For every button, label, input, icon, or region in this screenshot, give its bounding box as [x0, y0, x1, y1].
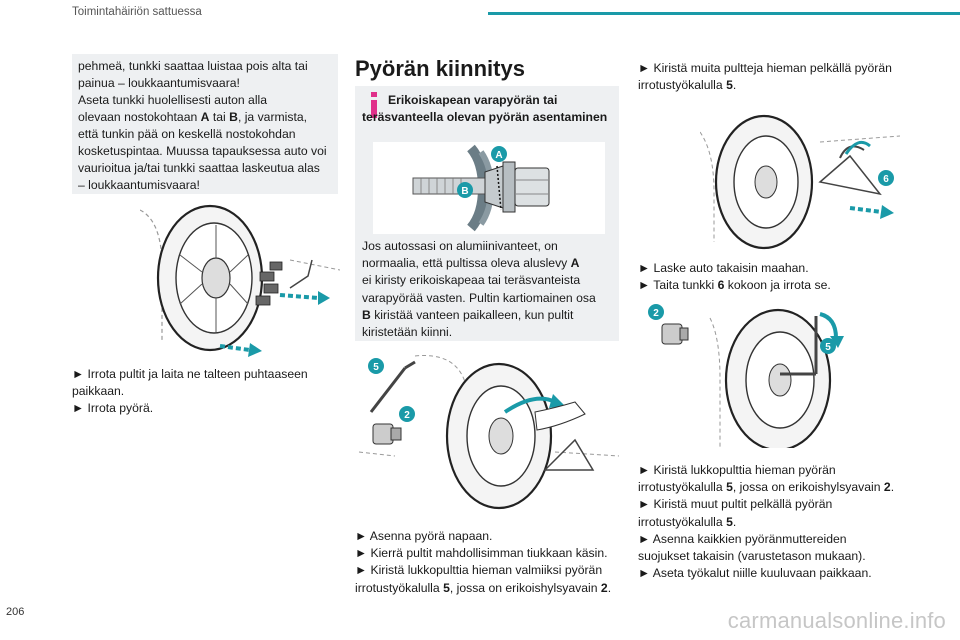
- step-text: ► Asenna kaikkien pyöränmuttereiden: [638, 531, 847, 546]
- info-line: ei kiristy erikoiskapeaa tai teräsvantei…: [362, 273, 581, 288]
- warning-line: että tunkin pää on keskellä nostokohdan: [78, 127, 296, 141]
- ref-5: 5: [726, 480, 733, 495]
- label-b: B: [461, 186, 468, 197]
- header-accent-bar: [488, 12, 960, 15]
- text: , ja varmista,: [237, 110, 308, 124]
- warning-line: – loukkaantumisvaara!: [78, 178, 200, 192]
- step-text: ► Asenna pyörä napaan.: [355, 529, 493, 543]
- wheel-mounting-illustration: 5 2: [358, 355, 619, 510]
- label-tool-5: 5: [373, 362, 379, 373]
- text: normaalia, että pultissa oleva aluslevy: [362, 256, 571, 271]
- section-title: Pyörän kiinnitys: [355, 56, 525, 81]
- text: irrotustyökalulla: [638, 480, 727, 495]
- bolt-illustration: A B: [412, 144, 550, 232]
- mid-steps: ► Asenna pyörä napaan. ► Kierrä pultit m…: [355, 528, 625, 597]
- label-tool-5: 5: [825, 342, 831, 353]
- info-icon: [371, 92, 377, 118]
- text: .: [607, 580, 612, 595]
- warning-line: pehmeä, tunkki saattaa luistaa pois alta…: [78, 59, 308, 73]
- text: kokoon ja irrota se.: [724, 278, 831, 293]
- step-text: irrotustyökalulla 5.: [638, 77, 938, 94]
- step-text: irrotustyökalulla 5, jossa on erikoishyl…: [638, 479, 948, 496]
- ref-5: 5: [443, 580, 450, 595]
- text: .: [732, 514, 737, 529]
- text: , jossa on erikoishylsyavain: [732, 480, 884, 495]
- step-text: irrotustyökalulla 5, jossa on erikoishyl…: [355, 580, 625, 597]
- warning-line: olevaan nostokohtaan A tai B, ja varmist…: [78, 109, 332, 126]
- step-text: ► Kierrä pultit mahdollisimman tiukkaan …: [355, 546, 608, 561]
- step-text: irrotustyökalulla 5.: [638, 514, 948, 531]
- ref-b: B: [229, 110, 238, 124]
- label-socket-2: 2: [653, 308, 659, 319]
- step-text: ► Irrota pultit ja laita ne talteen puht…: [72, 367, 308, 381]
- wheel-removal-illustration: [140, 204, 340, 357]
- text: tai: [209, 110, 230, 124]
- watermark: carmanualsonline.info: [727, 608, 946, 633]
- text: irrotustyökalulla: [638, 78, 727, 93]
- right-top-steps: ► Kiristä muita pultteja hieman pelkällä…: [638, 60, 938, 94]
- text: .: [732, 78, 737, 93]
- ref-a: A: [200, 110, 210, 124]
- warning-line: vaurioitua ja/tai tunkki saattaa laskeut…: [78, 161, 320, 175]
- ref-5: 5: [726, 514, 733, 529]
- text: olevaan nostokohtaan: [78, 110, 201, 124]
- warning-line: kosketuspintaa. Muussa tapauksessa auto …: [78, 144, 327, 158]
- ref-2: 2: [883, 480, 891, 495]
- step-text: ► Kiristä lukkopulttia hieman valmiiksi …: [355, 563, 603, 578]
- text: irrotustyökalulla: [355, 580, 444, 595]
- step-text: ► Aseta työkalut niille kuuluvaan paikka…: [638, 566, 872, 581]
- step-text: ► Taita tunkki 6 kokoon ja irrota se.: [638, 277, 938, 294]
- step-text: ► Irrota pyörä.: [72, 401, 154, 416]
- text: .: [890, 480, 895, 495]
- info-title: Erikoiskapean varapyörän tai teräsvantee…: [362, 93, 608, 124]
- step-text: suojukset takaisin (varustetason mukaan)…: [638, 549, 866, 564]
- bolt-illustration-box: A B: [373, 142, 605, 234]
- label-socket-2: 2: [404, 410, 410, 421]
- right-mid-steps: ► Laske auto takaisin maahan. ► Taita tu…: [638, 260, 938, 294]
- step-text: ► Kiristä muita pultteja hieman pelkällä…: [638, 61, 892, 75]
- ref-a: A: [570, 256, 580, 271]
- label-jack-6: 6: [883, 174, 889, 185]
- right-bottom-steps: ► Kiristä lukkopulttia hieman pyörän irr…: [638, 462, 948, 582]
- label-a: A: [495, 150, 502, 161]
- step-text: ► Laske auto takaisin maahan.: [638, 261, 809, 275]
- ref-5: 5: [726, 78, 733, 93]
- text: kiristää vanteen paikalleen, kun pultit: [370, 307, 574, 322]
- ref-2: 2: [600, 580, 608, 595]
- tighten-bolts-illustration: 6: [700, 114, 900, 250]
- left-steps: ► Irrota pultit ja laita ne talteen puht…: [72, 366, 342, 418]
- text: ► Taita tunkki: [638, 278, 718, 293]
- lock-bolt-illustration: 2 5: [648, 304, 844, 448]
- text: , jossa on erikoishylsyavain: [449, 580, 601, 595]
- step-text: paikkaan.: [72, 384, 125, 399]
- warning-line: Aseta tunkki huolellisesti auton alla: [78, 93, 268, 107]
- info-line: B kiristää vanteen paikalleen, kun pulti…: [362, 307, 614, 324]
- info-line: Jos autossasi on alumiinivanteet, on: [362, 239, 558, 253]
- ref-6: 6: [717, 278, 725, 293]
- info-line: normaalia, että pultissa oleva aluslevy …: [362, 255, 614, 272]
- step-text: ► Kiristä lukkopulttia hieman pyörän: [638, 463, 836, 477]
- warning-box: pehmeä, tunkki saattaa luistaa pois alta…: [72, 54, 338, 194]
- info-text: Jos autossasi on alumiinivanteet, on nor…: [362, 238, 614, 341]
- info-line: kiristetään kiinni.: [362, 325, 453, 340]
- info-line: varapyörää vasten. Pultin kartiomainen o…: [362, 290, 596, 305]
- page-number: 206: [6, 606, 25, 618]
- step-text: ► Kiristä muut pultit pelkällä pyörän: [638, 497, 833, 512]
- text: irrotustyökalulla: [638, 514, 727, 529]
- warning-line: painua – loukkaantumisvaara!: [78, 76, 240, 90]
- header-title: Toimintahäiriön sattuessa: [72, 6, 202, 18]
- ref-b: B: [362, 307, 371, 322]
